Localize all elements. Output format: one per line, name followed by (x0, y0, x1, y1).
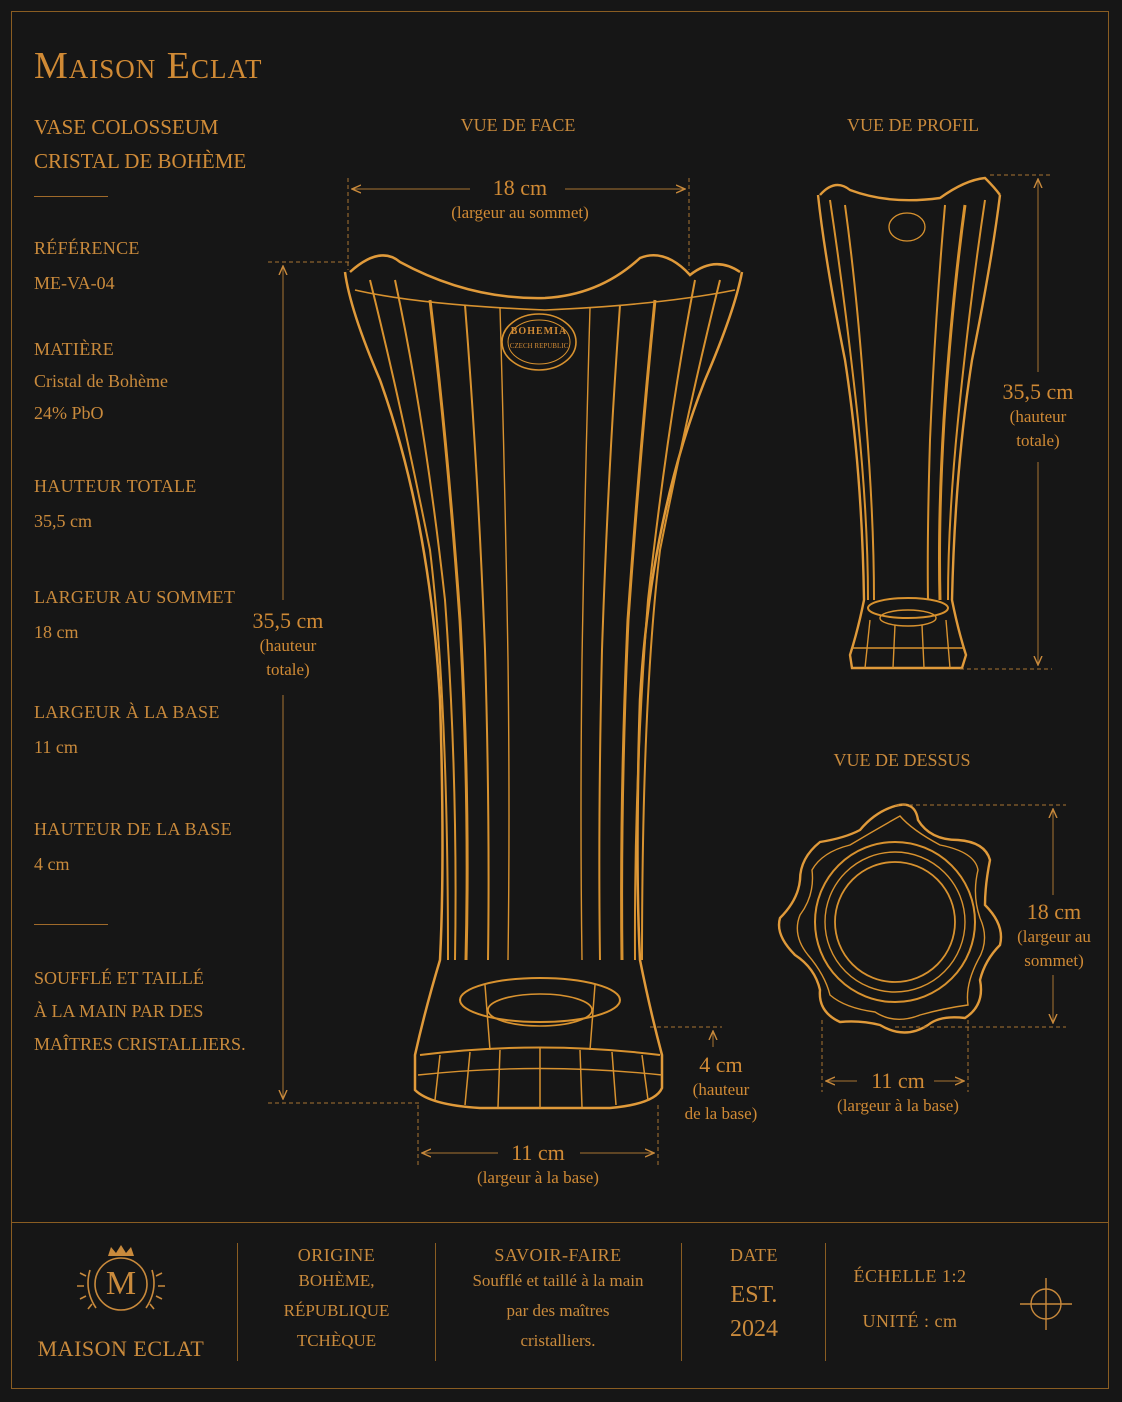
dim-value: 11 cm (511, 1140, 565, 1165)
dim-front-base-width: 11 cm (largeur à la base) (438, 1140, 638, 1190)
dim-note: (hauteur (259, 636, 317, 655)
dim-note: (largeur au sommet) (451, 203, 589, 222)
top-view-drawing (777, 803, 1003, 1034)
dim-front-height: 35,5 cm (hauteur totale) (228, 608, 348, 682)
dim-note: (largeur à la base) (477, 1168, 599, 1187)
dim-note: (largeur à la base) (837, 1096, 959, 1115)
footer-separator (681, 1243, 682, 1361)
origin-heading: ORIGINE (297, 1245, 376, 1265)
footer-logo-name: MAISON ECLAT (37, 1336, 205, 1361)
dim-note: sommet) (1024, 951, 1084, 970)
dim-note: de la base) (684, 1104, 758, 1123)
crosshair-icon (1020, 1278, 1072, 1330)
spec-value-reference: ME-VA-04 (34, 273, 115, 293)
footer-craft: SAVOIR-FAIRE Soufflé et taillé à la main… (448, 1245, 668, 1356)
profile-view-title: VUE DE PROFIL (846, 115, 979, 135)
dim-value: 4 cm (699, 1052, 743, 1077)
spec-label-material: MATIÈRE (34, 339, 115, 359)
footer-divider (12, 1222, 1108, 1223)
front-vase-drawing (343, 254, 744, 1110)
logo-emblem (77, 1245, 165, 1311)
dim-note: totale) (266, 660, 310, 679)
dim-front-top-width: 18 cm (largeur au sommet) (420, 175, 620, 225)
date-line: 2024 (730, 1316, 778, 1342)
top-dimension-lines (821, 804, 1066, 1092)
dim-note: totale) (1016, 431, 1060, 450)
outer-frame (11, 11, 1109, 1389)
divider (34, 924, 108, 925)
craft-heading: SAVOIR-FAIRE (494, 1245, 622, 1265)
footer-date: DATE EST. 2024 (694, 1245, 814, 1346)
stamp-line1: BOHEMIA (510, 326, 568, 337)
dim-value: 35,5 cm (1002, 379, 1074, 404)
spec-label-base-height: HAUTEUR DE LA BASE (34, 819, 232, 839)
spec-value-base-width: 11 cm (34, 737, 78, 757)
date-line: EST. (730, 1282, 778, 1308)
spec-label-top-width: LARGEUR AU SOMMET (34, 587, 236, 607)
front-view-title: VUE DE FACE (460, 115, 576, 135)
dim-top-width: 18 cm (largeur au sommet) (1003, 899, 1105, 973)
scale-text: ÉCHELLE 1:2 (853, 1266, 967, 1286)
craft-line: cristalliers. (520, 1331, 596, 1350)
origin-line: TCHÈQUE (296, 1331, 377, 1350)
dim-value: 35,5 cm (252, 608, 324, 633)
dim-note: (hauteur (692, 1080, 750, 1099)
dim-value: 11 cm (871, 1068, 925, 1093)
craft-line: par des maîtres (506, 1301, 610, 1320)
profile-dimension-lines (960, 174, 1052, 670)
footer-separator (825, 1243, 826, 1361)
bohemia-stamp (501, 313, 577, 371)
logo-monogram: M (105, 1265, 137, 1302)
craft-note-line: À LA MAIN PAR DES (34, 1001, 204, 1021)
product-material-title: CRISTAL DE BOHÈME (34, 149, 247, 173)
spec-value-material: Cristal de Bohème (34, 371, 168, 391)
spec-value-top-width: 18 cm (34, 622, 79, 642)
product-name: VASE COLOSSEUM (34, 115, 219, 139)
profile-vase-drawing (816, 176, 1002, 670)
spec-label-height: HAUTEUR TOTALE (34, 476, 197, 496)
spec-label-base-width: LARGEUR À LA BASE (34, 702, 220, 722)
craft-note-line: MAÎTRES CRISTALLIERS. (34, 1034, 246, 1054)
dim-front-base-height: 4 cm (hauteur de la base) (668, 1052, 774, 1126)
footer-scale: ÉCHELLE 1:2 UNITÉ : cm (840, 1266, 980, 1332)
craft-note: SOUFFLÉ ET TAILLÉ À LA MAIN PAR DES MAÎT… (34, 962, 246, 1061)
spec-value-material-2: 24% PbO (34, 403, 104, 423)
date-heading: DATE (730, 1245, 778, 1265)
stamp-line2: CZECH REPUBLIC (509, 342, 569, 350)
dim-note: (largeur au (1017, 927, 1091, 946)
stamp-label: BOHEMIA CZECH REPUBLIC (505, 326, 573, 350)
brand-title: Maison Eclat (34, 45, 263, 87)
front-dimension-lines (268, 178, 722, 1166)
origin-line: RÉPUBLIQUE (283, 1301, 390, 1320)
dim-value: 18 cm (492, 175, 548, 200)
dim-value: 18 cm (1026, 899, 1082, 924)
divider (34, 196, 108, 197)
unit-text: UNITÉ : cm (862, 1311, 958, 1331)
craft-note-line: SOUFFLÉ ET TAILLÉ (34, 968, 204, 988)
spec-value-height: 35,5 cm (34, 511, 92, 531)
spec-value-base-height: 4 cm (34, 854, 70, 874)
dim-note: (hauteur (1009, 407, 1067, 426)
craft-line: Soufflé et taillé à la main (472, 1271, 644, 1290)
dim-profile-height: 35,5 cm (hauteur totale) (988, 379, 1088, 453)
footer-origin: ORIGINE BOHÈME, RÉPUBLIQUE TCHÈQUE (250, 1245, 423, 1356)
spec-label-reference: RÉFÉRENCE (34, 238, 140, 258)
top-view-title: VUE DE DESSUS (833, 750, 971, 770)
dim-top-base-width: 11 cm (largeur à la base) (798, 1068, 998, 1118)
origin-line: BOHÈME, (298, 1271, 375, 1290)
footer-separator (435, 1243, 436, 1361)
footer-separator (237, 1243, 238, 1361)
